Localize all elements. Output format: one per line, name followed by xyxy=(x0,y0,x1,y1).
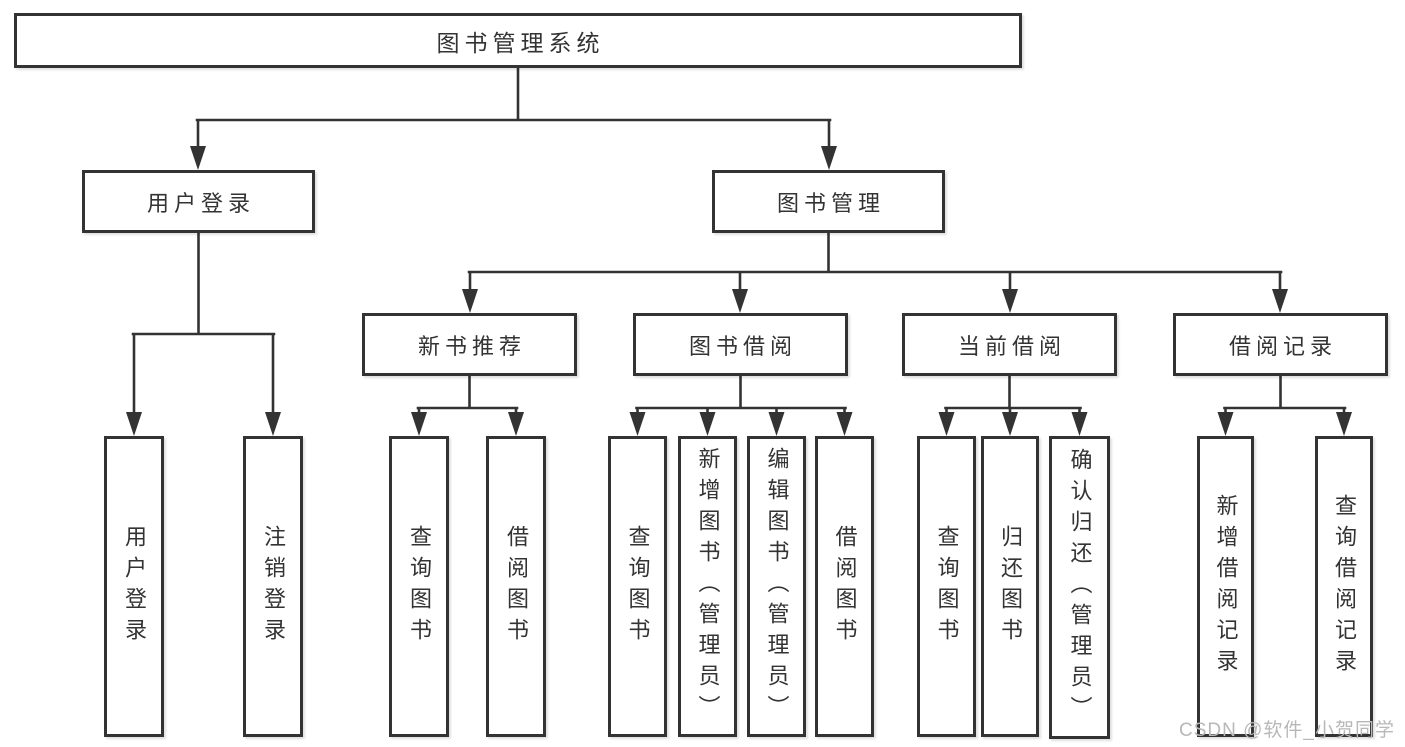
node-query-borrow-record: 查询借阅记录 xyxy=(1315,436,1373,737)
node-confirm-return-admin: 确认归还（管理员） xyxy=(1049,436,1110,739)
node-library-management-system: 图书管理系统 xyxy=(14,13,1022,68)
node-book-management: 图书管理 xyxy=(712,170,945,233)
node-user-login-leaf: 用户登录 xyxy=(104,436,164,737)
watermark: CSDN @软件_小贺同学 xyxy=(1179,720,1395,741)
node-query-books-borrow: 查询图书 xyxy=(608,436,667,737)
node-query-books-current: 查询图书 xyxy=(917,436,976,737)
node-new-book-recommend: 新书推荐 xyxy=(362,313,577,376)
node-borrow-books-recommend: 借阅图书 xyxy=(486,436,546,737)
node-borrow-books-leaf: 借阅图书 xyxy=(815,436,874,737)
node-return-book: 归还图书 xyxy=(981,436,1039,737)
node-user-login: 用户登录 xyxy=(82,170,315,233)
node-add-book-admin: 新增图书（管理员） xyxy=(678,436,737,737)
node-add-borrow-record: 新增借阅记录 xyxy=(1197,436,1254,737)
node-current-borrow: 当前借阅 xyxy=(902,313,1117,376)
node-edit-book-admin: 编辑图书（管理员） xyxy=(747,436,806,737)
node-borrow-records: 借阅记录 xyxy=(1173,313,1388,376)
node-query-books-recommend: 查询图书 xyxy=(389,436,449,737)
node-logout: 注销登录 xyxy=(243,436,303,737)
node-book-borrow: 图书借阅 xyxy=(633,313,848,376)
